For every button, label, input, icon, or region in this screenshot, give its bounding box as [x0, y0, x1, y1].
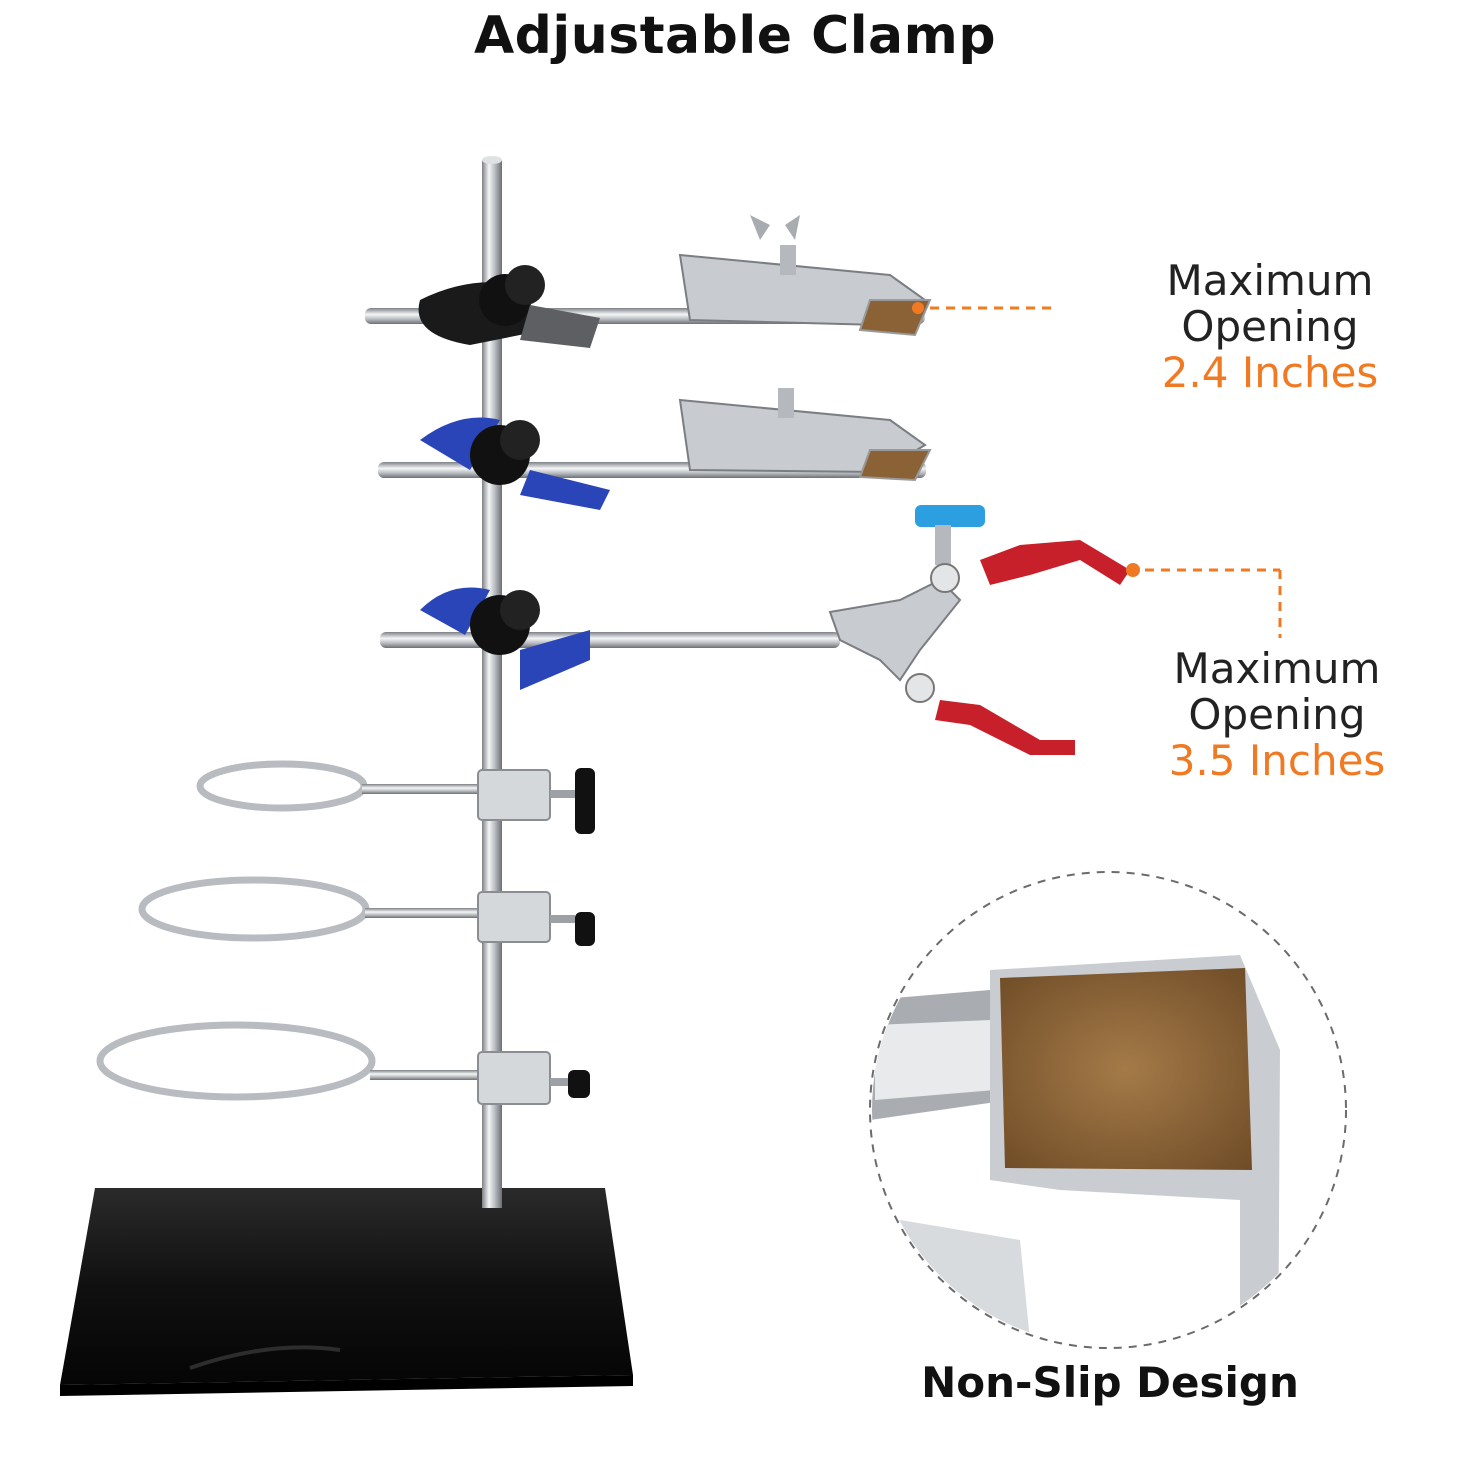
opening-annotation-top: Maximum Opening 2.4 Inches — [1075, 258, 1465, 396]
detail-caption: Non-Slip Design — [921, 1358, 1299, 1407]
leader-line-1 — [912, 302, 1058, 314]
ring-small — [196, 760, 595, 834]
opening-value: 3.5 Inches — [1168, 736, 1386, 785]
clamp-2 — [378, 388, 932, 510]
clamp-1 — [365, 215, 932, 348]
opening-label: Maximum Opening — [1173, 644, 1381, 739]
page-title: Adjustable Clamp — [473, 6, 997, 66]
detail-magnifier — [869, 871, 1347, 1349]
stand-base — [60, 1188, 633, 1396]
opening-label: Maximum Opening — [1166, 256, 1374, 351]
ring-large — [96, 1021, 590, 1105]
opening-value: 2.4 Inches — [1161, 348, 1379, 397]
clamp-3 — [380, 505, 1130, 755]
opening-annotation-bottom: Maximum Opening 3.5 Inches — [1082, 646, 1470, 784]
leader-line-2 — [1126, 563, 1282, 638]
ring-medium — [138, 876, 595, 946]
